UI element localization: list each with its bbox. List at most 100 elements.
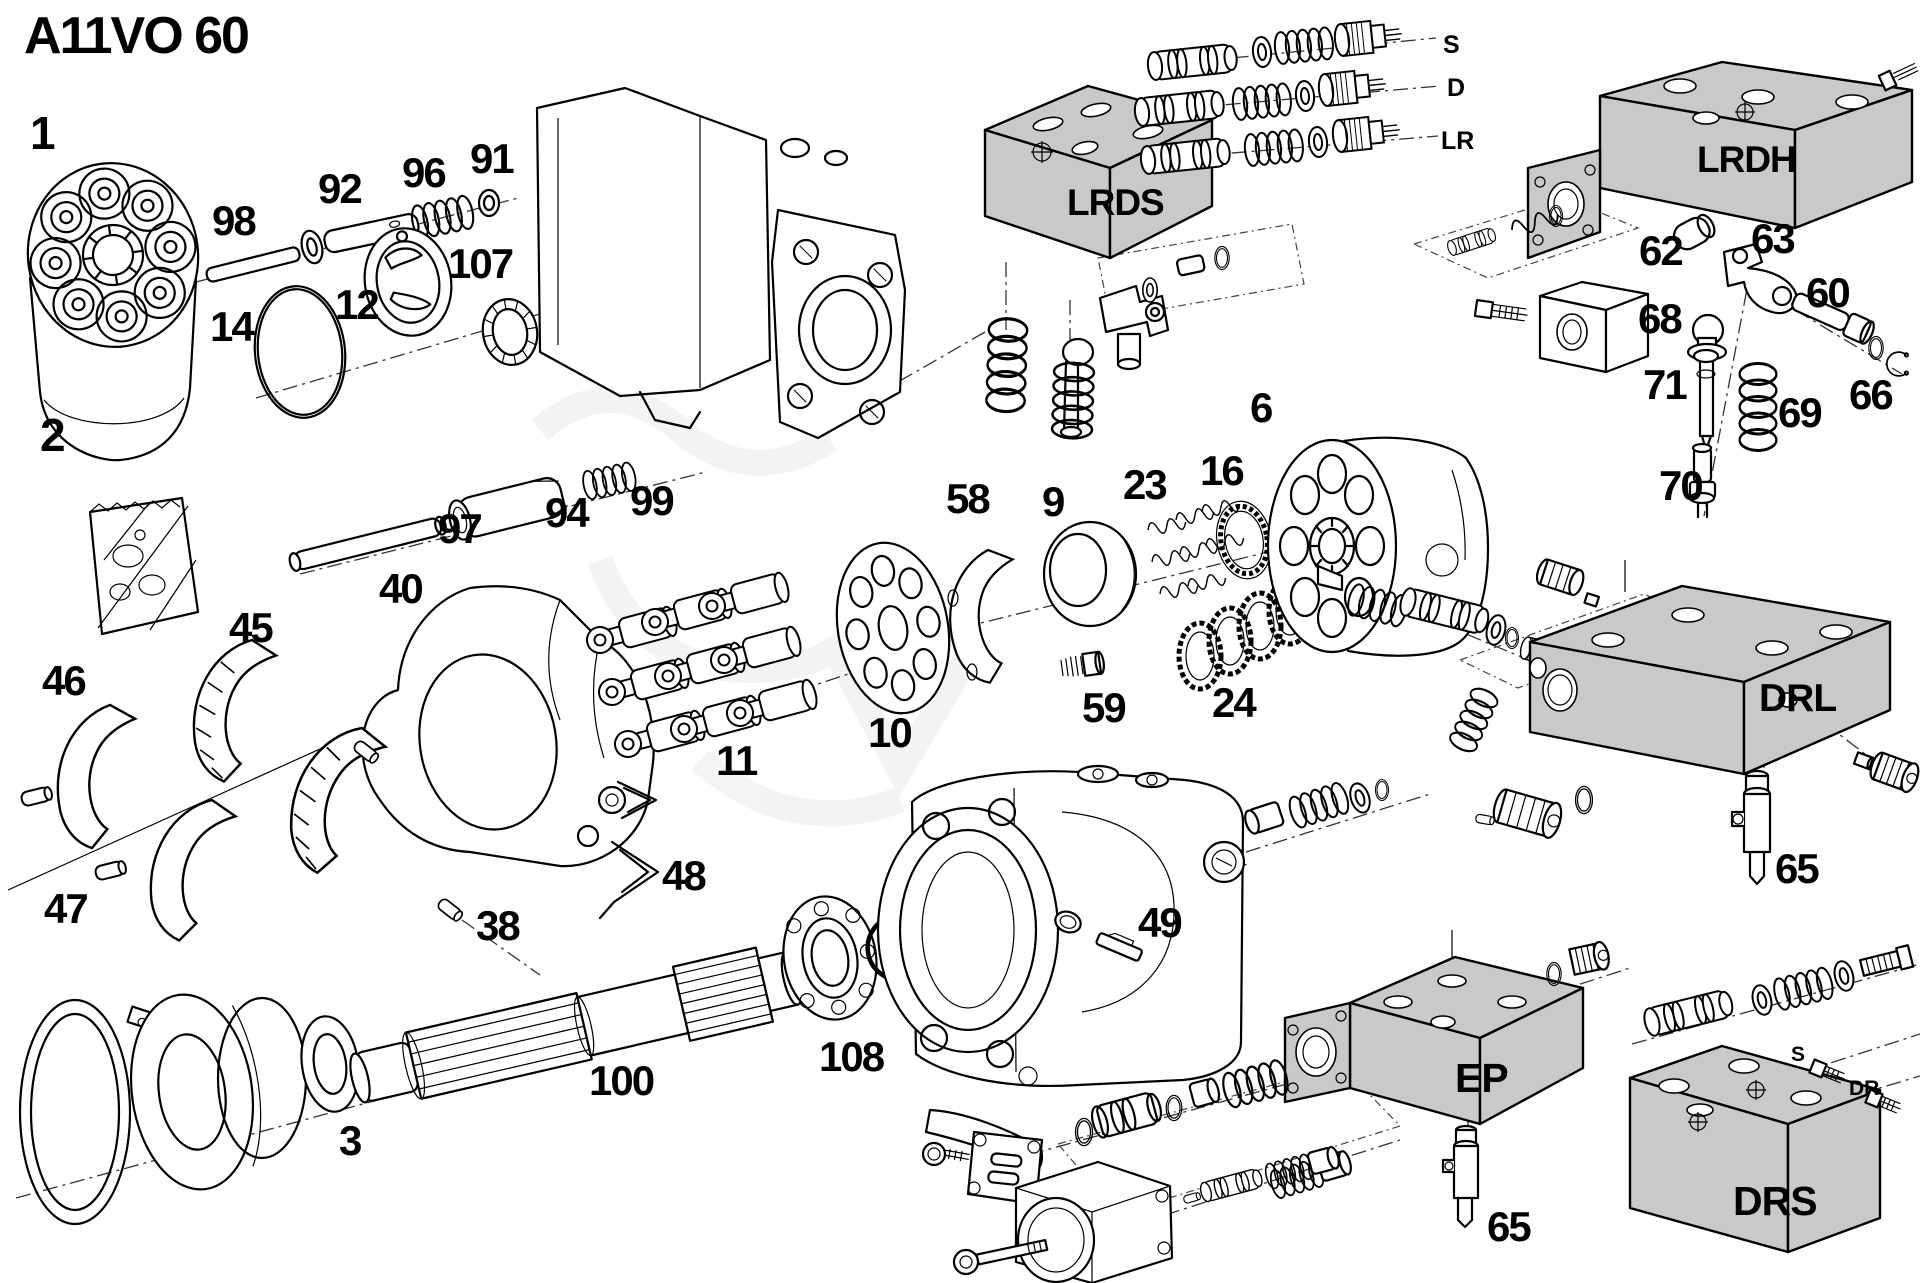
port-label-dr-bottom: DR [1849,1077,1880,1100]
part-label-69: 69 [1778,389,1823,436]
bearing-108 [782,895,878,1021]
part-label-6: 6 [1250,384,1273,431]
gauge-valve-65-drl [1730,769,1772,886]
part-label-100: 100 [589,1057,655,1104]
pump-housing-49 [876,764,1246,1088]
pin-97 [288,515,447,572]
lever-63 [1722,242,1798,315]
part-label-97: 97 [438,505,483,552]
port-label-lr-top: LR [1441,127,1475,155]
seal-kit-bag-2 [88,496,200,636]
diagram-title: A11VO 60 [24,7,250,65]
gauge-valve-65-ep [1441,1124,1480,1229]
part-label-58: 58 [946,475,991,522]
part-label-60: 60 [1806,269,1851,316]
part-label-63: 63 [1751,215,1796,262]
ep-spool-row2 [1182,1145,1340,1205]
feedback-lever-bracket [1098,284,1170,371]
part-label-68: 68 [1638,295,1683,342]
part-label-3: 3 [339,1117,362,1164]
valve-block-ep [1283,930,1585,1126]
port-label-s-bottom: S [1791,1043,1806,1066]
needle-bearing-107 [481,298,539,366]
hex-key-48b [598,840,660,920]
part-label-46: 46 [42,657,87,704]
pin-71 [1692,348,1720,452]
pin-98 [205,246,301,283]
hole-58b [966,663,978,681]
part-label-59: 59 [1082,684,1127,731]
part-label-107: 107 [448,240,514,287]
plug-row-to-drl [1244,779,1389,835]
part-label-2: 2 [40,409,66,461]
piston-60 [1791,292,1875,345]
hole-58 [947,589,959,607]
bushing-62 [1673,213,1716,251]
screw-stroke-limiter [1473,298,1528,322]
part-label-71: 71 [1643,361,1688,408]
hex-key-48a [616,780,658,820]
part-label-23: 23 [1123,461,1168,508]
part-label-65-ep: 65 [1487,1203,1532,1250]
part-label-47: 47 [44,885,89,932]
part-label-91: 91 [470,135,515,182]
part-label-24: 24 [1212,679,1257,726]
part-label-1: 1 [30,107,56,159]
block-label-drs: DRS [1733,1178,1818,1224]
part-label-48: 48 [662,852,707,899]
part-label-96: 96 [402,149,447,196]
valve-parts-left-of-drl [1316,558,1601,839]
retaining-plate-10 [835,541,951,715]
block-label-ep: EP [1455,1055,1509,1101]
screw-dr-port [1864,1088,1901,1114]
part-label-65-drl: 65 [1775,845,1820,892]
part-label-9: 9 [1042,478,1065,525]
end-cover-housing [535,86,907,440]
part-label-108: 108 [819,1033,885,1080]
part-label-92: 92 [318,165,363,212]
valve-block-lrdh [1526,60,1919,260]
screw-s-port [1808,1058,1845,1084]
part-label-49: 49 [1138,899,1183,946]
part-label-16: 16 [1200,447,1245,494]
part-label-70: 70 [1659,462,1704,509]
part-label-10: 10 [868,709,913,756]
port-label-s-top: S [1443,31,1460,59]
o-ring-14 [253,285,347,419]
drs-spool-row [1640,944,1915,1039]
small-valve-parts-box1 [1142,245,1230,303]
block-label-drl: DRL [1759,677,1837,720]
set-screw-59 [1060,650,1105,677]
plugs-right-of-65 [1852,751,1920,794]
sleeve-94 [448,477,569,541]
solenoid-valve-assembly [921,1108,1174,1283]
part-label-12: 12 [335,281,380,328]
part-label-40: 40 [379,565,424,612]
part-label-45: 45 [229,604,274,651]
block-label-lrds: LRDS [1067,182,1165,223]
part-label-99: 99 [630,477,675,524]
ep-spool-row [1074,1057,1292,1147]
ball-guide-9 [1042,520,1138,628]
part-label-14: 14 [210,303,255,350]
part-label-98: 98 [212,197,257,244]
valve-block-drl [1528,560,1892,776]
cylinder-barrel-1 [26,162,200,462]
block-label-lrdh: LRDH [1697,139,1797,180]
port-label-d-top: D [1447,74,1466,102]
plunger-70 [1688,442,1717,519]
part-label-94: 94 [545,489,590,536]
part-label-38: 38 [476,902,521,949]
washer-3 [300,1015,360,1113]
port-plate-12 [363,227,453,337]
drive-shaft-100 [349,946,803,1104]
part-label-62: 62 [1639,227,1684,274]
bushing-91 [477,188,501,218]
plug-row-ep-top [1546,940,1610,987]
control-springs [984,316,1096,441]
valve-block-drs [1628,1044,1882,1254]
part-label-11: 11 [716,737,758,784]
